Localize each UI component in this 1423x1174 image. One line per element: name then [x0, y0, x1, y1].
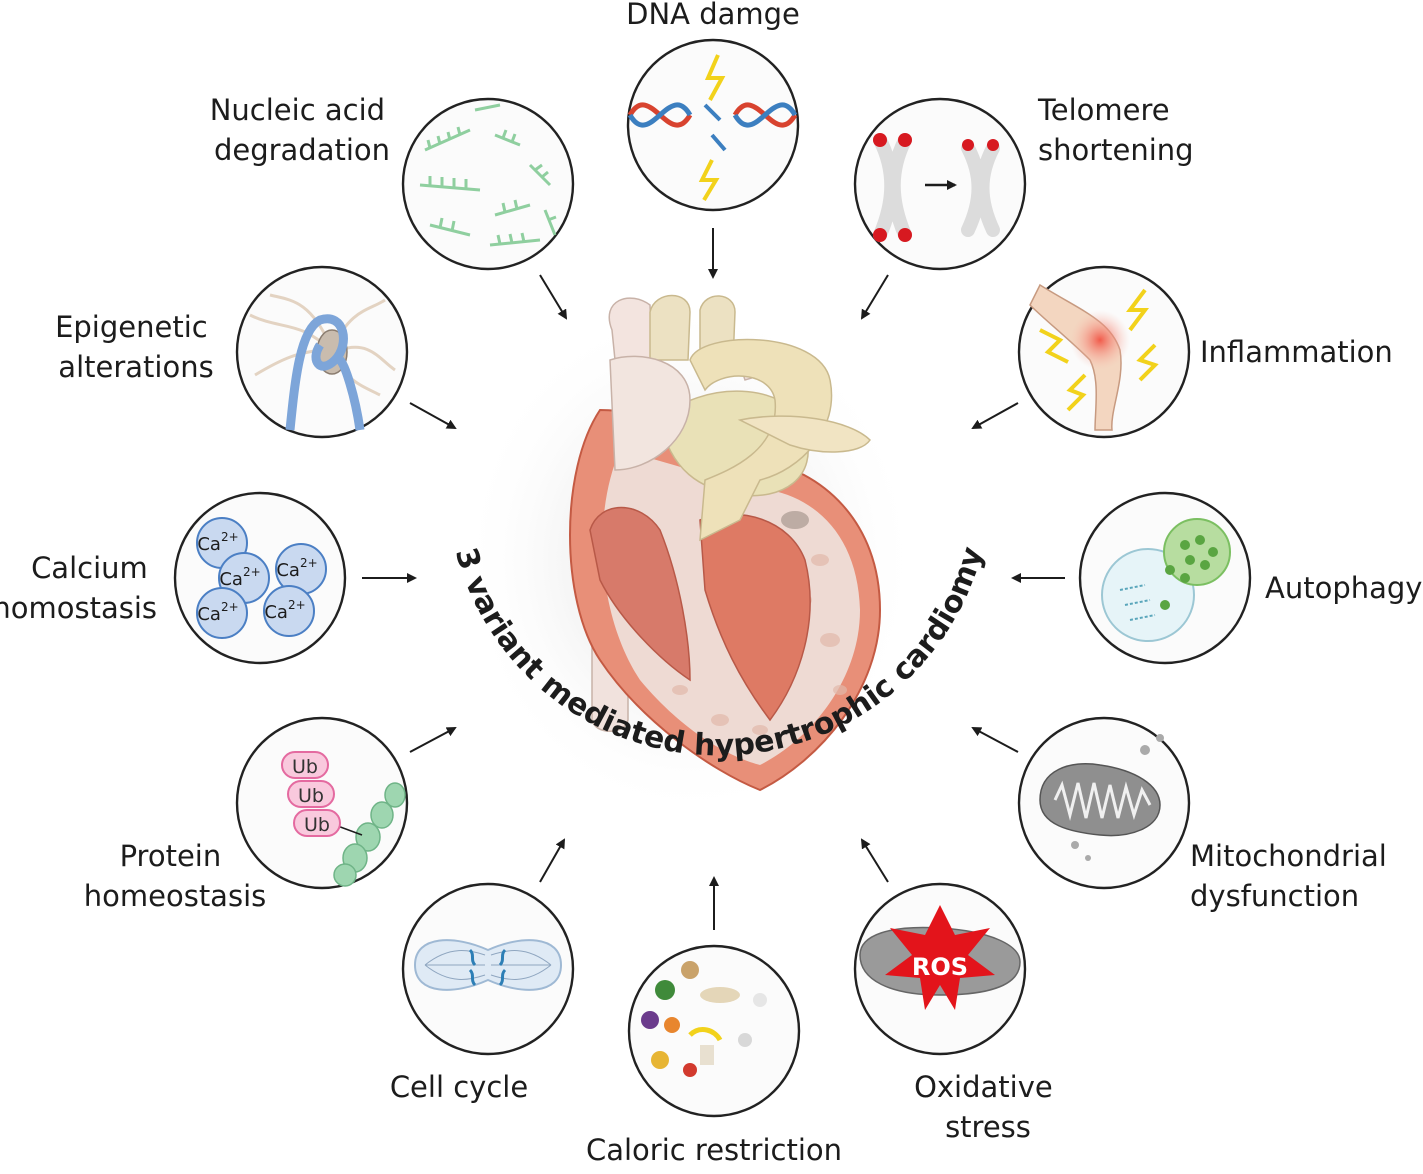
chromosome-icon	[873, 133, 1000, 242]
arrow-oxidative	[860, 838, 889, 883]
label-inflammation: Inflammation	[1200, 335, 1393, 369]
label-dna-damage: DNA damge	[626, 0, 800, 31]
arrow-cell-cycle	[539, 838, 565, 883]
label-epigenetic: Epigenetic alterations	[55, 310, 217, 384]
ub-label: Ub	[292, 756, 318, 778]
autophagosome-icon	[1101, 518, 1231, 642]
node-inflammation	[1017, 265, 1191, 439]
arrow-mitochondrial	[971, 727, 1019, 753]
nucleic-fragments-icon	[419, 103, 557, 247]
arrow-inflammation	[971, 402, 1019, 429]
arrow-telomere	[860, 274, 889, 320]
mitochondrion-icon	[1039, 734, 1164, 861]
node-calcium: Ca2+Ca2+Ca2+Ca2+Ca2+	[173, 491, 347, 665]
heart-illustration	[460, 294, 920, 820]
label-calcium: Calcium homostasis	[0, 551, 157, 625]
label-telomere: Telomere shortening	[1037, 93, 1194, 167]
label-oxidative: Oxidative stress	[914, 1070, 1062, 1144]
food-plate-icon	[641, 961, 767, 1077]
node-epigenetic	[235, 265, 409, 439]
arrow-epigenetic	[409, 402, 457, 429]
ubiquitin-chain-icon: Ub Ub Ub	[281, 751, 406, 887]
dna-helix-icon	[627, 54, 798, 202]
nucleosome-icon	[249, 293, 396, 431]
node-protein: Ub Ub Ub	[235, 716, 409, 890]
node-telomere	[853, 97, 1027, 271]
calcium-ion	[196, 587, 248, 639]
label-cell-cycle: Cell cycle	[390, 1070, 528, 1104]
calcium-ions-icon: Ca2+Ca2+Ca2+Ca2+Ca2+	[196, 517, 327, 639]
label-autophagy: Autophagy	[1265, 571, 1422, 605]
ros-badge: ROS	[912, 953, 968, 981]
ub-label: Ub	[304, 814, 330, 836]
label-protein: Protein homeostasis	[84, 839, 266, 913]
node-autophagy	[1078, 491, 1252, 665]
node-nucleic	[401, 97, 575, 271]
calcium-ion	[263, 585, 315, 637]
mitotic-spindle-icon	[413, 939, 563, 991]
calcium-ion-label: Ca2+	[197, 600, 238, 625]
inflamed-knee-icon	[1029, 283, 1159, 431]
arrows	[362, 228, 1065, 930]
node-caloric	[627, 944, 801, 1118]
label-mitochondrial: Mitochondrial dysfunction	[1190, 839, 1396, 913]
node-oxidative: ROS	[853, 882, 1027, 1056]
label-caloric: Caloric restriction	[586, 1133, 842, 1167]
arrow-protein	[409, 727, 457, 753]
ros-star-icon: ROS	[859, 905, 1021, 1010]
node-dna-damage	[626, 38, 800, 212]
ub-label: Ub	[298, 785, 324, 807]
arrow-nucleic	[539, 274, 568, 320]
label-nucleic: Nucleic acid degradation	[210, 93, 395, 167]
node-mitochondrial	[1017, 716, 1191, 890]
node-cell-cycle	[401, 882, 575, 1056]
